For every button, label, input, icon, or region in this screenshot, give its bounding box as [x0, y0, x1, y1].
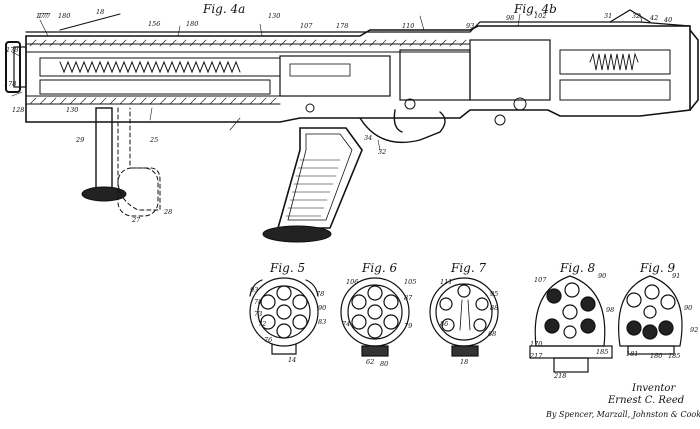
reference-numeral: 98 [606, 306, 614, 314]
reference-numeral: 18 [460, 358, 468, 366]
reference-numeral: 98 [506, 14, 514, 22]
reference-numeral: 111 [440, 278, 452, 286]
front-grip-rod [95, 107, 113, 193]
reference-numeral: 40 [663, 16, 672, 24]
reference-numeral: 34 [364, 134, 372, 142]
reference-numeral: 130 [268, 12, 280, 20]
fig-label-9: Fig. 9 [640, 261, 676, 275]
reference-numeral: 107 [300, 22, 313, 30]
outer-housing [25, 25, 691, 123]
attorney-signature: By Spencer, Marzall, Johnston & Cook Att… [546, 410, 700, 419]
reference-numeral: 130 [66, 106, 78, 114]
reference-numeral: 88 [488, 330, 496, 338]
reference-numeral: 92 [690, 326, 698, 334]
reference-numeral: 218 [553, 372, 566, 380]
reference-numeral: 76 [264, 336, 272, 344]
reference-numeral: 178 [6, 46, 18, 54]
reference-numeral: 110 [402, 22, 414, 30]
fig-label-6: Fig. 6 [362, 261, 398, 275]
reference-numeral: 93 [250, 286, 258, 294]
reference-numeral: 90 [684, 304, 692, 312]
reference-numeral: 86 [440, 320, 448, 328]
reference-numeral: 62 [366, 358, 374, 366]
reference-numeral: 128 [12, 106, 24, 114]
fig8-section [529, 275, 613, 373]
reference-numeral: 90 [598, 272, 606, 280]
reference-numeral: 25 [149, 136, 158, 144]
reference-numeral: 178 [336, 22, 348, 30]
fig-label-4b: Fig. 4b [514, 2, 557, 16]
alt-grip-dashed [117, 107, 161, 211]
reference-numeral: 106 [346, 278, 358, 286]
reference-numeral: 91 [672, 272, 680, 280]
reference-numeral: 105 [404, 278, 416, 286]
fig7-section [429, 277, 499, 357]
recoil-spring [59, 60, 241, 74]
reference-numeral: 93 [466, 22, 474, 30]
muzzle-cap [5, 41, 21, 93]
trigger [393, 109, 403, 133]
fig5-section [249, 277, 319, 355]
reference-numeral: 177 [36, 12, 49, 20]
reference-numeral: 181 [626, 350, 638, 358]
reference-numeral: 78 [254, 298, 262, 306]
reference-numeral: 180 [186, 20, 198, 28]
reference-numeral: 87 [404, 294, 413, 302]
trigger-guard [359, 111, 446, 144]
reference-numeral: 88 [490, 304, 498, 312]
fig-label-5: Fig. 5 [270, 261, 306, 275]
reference-numeral: 74 [342, 320, 350, 328]
reference-numeral: 180 [58, 12, 70, 20]
gun-assembly [5, 9, 699, 144]
reference-numeral: 185 [596, 348, 608, 356]
reference-numeral: 217 [529, 352, 543, 360]
reference-numeral: 73 [254, 310, 262, 318]
grip-butt [262, 225, 332, 243]
reference-numerals: 177 180 18 156 180 130 107 178 110 93 98 102 31 32 42 4… [4, 8, 698, 380]
reference-numeral: 178 [4, 80, 16, 88]
reference-numeral: 107 [534, 276, 547, 284]
pistol-grip [276, 127, 363, 229]
reference-numeral: 72 [258, 320, 266, 328]
reference-numeral: 180 [650, 352, 662, 360]
reference-numeral: 90 [318, 304, 326, 312]
reference-numeral: 177 [38, 12, 51, 20]
inventor-heading: Inventor [632, 383, 676, 394]
reference-numeral: 79 [404, 322, 412, 330]
reference-numeral: 102 [534, 12, 546, 20]
reference-numeral: 170 [530, 340, 542, 348]
fig-label-7: Fig. 7 [451, 261, 487, 275]
fig-label-8: Fig. 8 [560, 261, 596, 275]
sight [609, 9, 651, 23]
reference-numeral: 83 [318, 318, 326, 326]
hatching [29, 39, 467, 105]
reference-numeral: 78 [316, 290, 324, 298]
reference-numeral: 95 [490, 290, 498, 298]
reference-numeral: 29 [75, 136, 84, 144]
leader-lines [11, 13, 643, 151]
reference-numeral: 27 [131, 216, 141, 224]
fig9-section [618, 275, 683, 355]
reference-numeral: 156 [148, 20, 160, 28]
reference-numeral: 31 [604, 12, 612, 20]
reference-numeral: 80 [380, 360, 388, 368]
reference-numeral: 42 [649, 14, 658, 22]
grip-hatching [285, 159, 341, 217]
fig6-section [340, 277, 410, 357]
reference-numeral: 18 [96, 8, 104, 16]
reference-numeral: 32 [378, 148, 386, 156]
inventor-name: Ernest C. Reed [608, 395, 685, 406]
reference-numeral: 32 [632, 12, 640, 20]
reference-numeral: 28 [163, 208, 172, 216]
reference-numeral: 14 [288, 356, 296, 364]
fig-label-4a: Fig. 4a [203, 2, 246, 16]
reference-numeral: 185 [668, 352, 680, 360]
